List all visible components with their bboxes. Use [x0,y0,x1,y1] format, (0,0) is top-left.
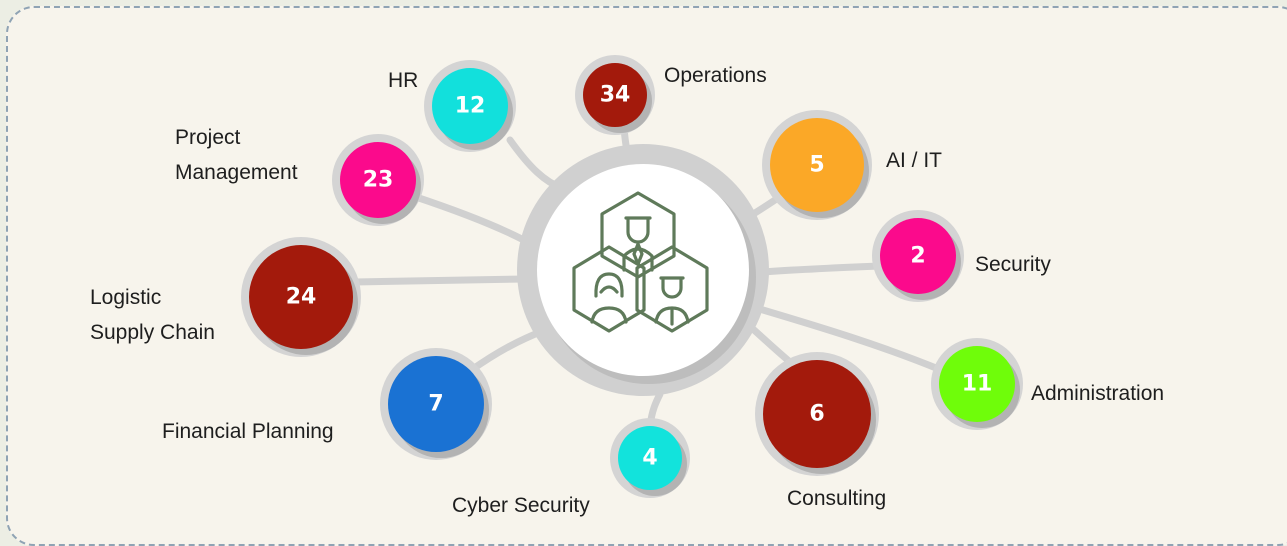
dept-circle-cyber-security [618,426,682,490]
dept-circle-project-management [340,142,416,218]
dept-label-cyber-security: Cyber Security [452,494,590,517]
dept-count-administration: 11 [962,372,993,397]
dept-label-logistic-supply-chain-line-1: Logistic [90,286,161,309]
dept-label-hr: HR [388,69,418,92]
dept-count-logistic-supply-chain: 24 [286,285,317,310]
dept-circle-logistic-supply-chain [249,245,353,349]
connector-administration [759,306,945,374]
dept-circle-financial-planning [388,356,484,452]
dept-label-financial-planning: Financial Planning [162,420,334,443]
department-nodes: 12 HR 34 Operations 5 AI / IT 23 ProjectManagem… [90,55,1164,517]
dept-count-ai-it: 5 [809,153,824,178]
dept-count-hr: 12 [455,94,486,119]
dept-node-operations: 34 Operations [575,55,767,135]
dept-count-security: 2 [910,244,925,269]
dept-circle-ai-it [770,118,864,212]
dept-circle-administration [939,346,1015,422]
dept-label-security: Security [975,253,1051,276]
dept-count-cyber-security: 4 [642,446,657,471]
connector-project-management [409,192,537,249]
dept-count-operations: 34 [600,83,631,108]
team-people-hexagon-icon [572,191,709,333]
connector-financial-planning [466,326,549,375]
dept-node-ai-it: 5 AI / IT [762,110,942,220]
dept-node-administration: 11 Administration [931,338,1164,430]
dept-label-operations: Operations [664,64,767,87]
dept-node-hr: 12 HR [388,60,516,152]
connector-security [759,262,884,276]
central-hub [517,144,769,396]
dept-circle-consulting [763,360,871,468]
dept-circle-operations [583,63,647,127]
department-mind-map: 12 HR 34 Operations 5 AI / IT 23 ProjectManagem… [90,55,1164,517]
dept-circle-security [880,218,956,294]
dept-label-logistic-supply-chain-line-2: Supply Chain [90,321,215,344]
dept-circle-hr [432,68,508,144]
dept-label-project-management-line-2: Management [175,161,298,184]
connector-logistic-supply-chain [351,275,529,286]
dept-label-ai-it: AI / IT [886,149,942,172]
dept-node-security: 2 Security [872,210,1051,302]
dept-label-consulting: Consulting [787,487,886,510]
dept-label-project-management-line-1: Project [175,126,241,149]
dept-label-administration: Administration [1031,382,1164,405]
dept-count-project-management: 23 [363,168,394,193]
dept-count-financial-planning: 7 [428,392,443,417]
dept-count-consulting: 6 [809,402,824,427]
